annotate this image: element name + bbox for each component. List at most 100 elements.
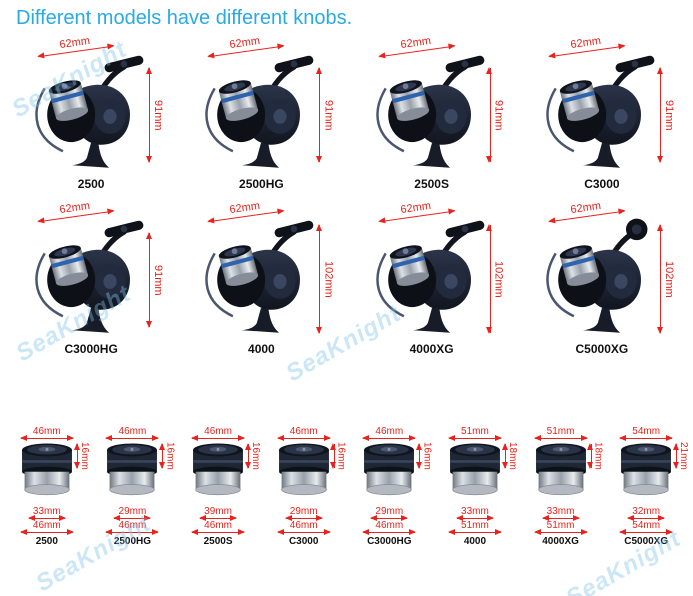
spool-photo [446, 441, 504, 505]
spool-photo-wrap: 16mm [275, 441, 347, 505]
reel-figure-c5000xg: 62mm 102mm C5000XG [517, 200, 687, 356]
spool-photo [275, 441, 333, 505]
dimension-arrow [672, 443, 679, 469]
spool-inner-dimension: 29mm [284, 507, 323, 521]
spool-figure-c5000xg: 54mm 21mm 32mm 54mm C5000XG [603, 427, 689, 547]
reel-photo-wrap: 91mm [33, 52, 164, 176]
reel-figure-4000: 62mm 102mm 4000 [176, 200, 346, 356]
height-dimension-label: 91mm [492, 99, 505, 131]
dimension-arrow [619, 434, 674, 441]
dimension-arrow [656, 224, 663, 334]
dimension-arrow [27, 514, 66, 521]
spool-side-dimension-label: 18mm [592, 442, 604, 470]
dimension-arrow [541, 514, 580, 521]
dimension-arrow [276, 528, 331, 535]
spool-photo [103, 441, 161, 505]
reel-photo-wrap: 91mm [544, 52, 675, 176]
spool-bottom-dimension: 46mm [19, 521, 74, 535]
spool-inner-dimension: 33mm [455, 507, 494, 521]
spool-figure-2500hg: 46mm 16mm 29mm 46mm 2500HG [90, 427, 176, 547]
dimension-arrow [587, 443, 594, 469]
spool-side-dimension: 21mm [672, 442, 689, 470]
spool-bottom-dimension-label: 46mm [204, 520, 232, 531]
spool-side-dimension-label: 18mm [506, 442, 518, 470]
spool-top-dimension-label: 51mm [546, 426, 575, 437]
spool-bottom-dimension-label: 51mm [546, 520, 575, 531]
spool-top-dimension: 54mm [619, 427, 674, 441]
reel-figure-c3000hg: 62mm 91mm C3000HG [6, 200, 176, 356]
spool-inner-dimension-label: 32mm [632, 506, 661, 517]
spool-inner-dimension-label: 39mm [204, 506, 232, 517]
spool-model-label: 4000XG [542, 536, 579, 547]
model-label: 4000XG [409, 342, 454, 356]
spool-side-dimension-label: 16mm [250, 442, 262, 470]
dimension-arrow [447, 434, 502, 441]
spool-top-dimension-label: 46mm [289, 426, 318, 437]
dimension-arrow [362, 528, 417, 535]
spool-model-label: C3000 [288, 536, 319, 547]
height-dimension-label: 102mm [492, 260, 505, 298]
spool-photo-wrap: 18mm [532, 441, 604, 505]
dimension-arrow [533, 528, 588, 535]
dimension-arrow [199, 514, 238, 521]
reel-photo-wrap: 91mm [33, 217, 164, 341]
dimension-arrow [501, 443, 508, 469]
spool-inner-dimension: 29mm [370, 506, 409, 521]
dimension-arrow [73, 443, 80, 469]
spool-model-label: 2500 [35, 536, 58, 547]
spool-side-dimension: 16mm [159, 442, 176, 470]
spool-bottom-dimension: 51mm [533, 520, 588, 535]
spool-bottom-dimension: 46mm [276, 521, 331, 535]
height-dimension: 102mm [486, 224, 505, 334]
spool-side-dimension: 16mm [330, 442, 347, 470]
spool-top-dimension-label: 46mm [32, 426, 61, 437]
spool-bottom-dimension: 51mm [447, 520, 502, 535]
dimension-arrow [19, 434, 74, 441]
spool-bottom-dimension: 46mm [105, 521, 160, 535]
spool-inner-dimension: 33mm [541, 507, 580, 521]
reel-photo-wrap: 91mm [203, 52, 334, 176]
reel-grid: 62mm 91mm 2500 62mm 91mm [6, 35, 687, 356]
spool-top-dimension: 46mm [191, 427, 246, 441]
spool-side-dimension-label: 16mm [421, 442, 433, 470]
dimension-arrow [455, 514, 494, 521]
spool-inner-dimension-label: 33mm [32, 506, 61, 517]
spool-figure-4000: 51mm 18mm 33mm 51mm 4000 [432, 427, 518, 547]
model-label: 2500 [77, 177, 105, 191]
spool-inner-dimension-label: 29mm [375, 506, 404, 517]
page-title: Different models have different knobs. [16, 7, 353, 29]
spinning-reel-photo [33, 217, 149, 341]
dimension-arrow [330, 443, 337, 469]
height-dimension-label: 91mm [662, 99, 675, 131]
spool-bottom-dimension-label: 51mm [461, 520, 489, 531]
model-label: C3000 [584, 177, 620, 191]
dimension-arrow [113, 514, 152, 521]
spool-top-dimension-label: 46mm [375, 426, 404, 437]
dimension-arrow [316, 67, 323, 163]
spool-side-dimension-label: 16mm [164, 442, 176, 470]
dimension-arrow [416, 443, 423, 469]
model-label: 2500S [414, 177, 449, 191]
reel-figure-c3000: 62mm 91mm C3000 [517, 35, 687, 191]
spool-side-dimension-label: 16mm [78, 442, 90, 470]
spool-photo [189, 441, 247, 505]
dimension-arrow [145, 67, 152, 163]
dimension-arrow [316, 224, 323, 334]
dimension-arrow [105, 528, 160, 535]
spool-side-dimension: 16mm [244, 442, 262, 470]
dimension-arrow [284, 514, 323, 521]
reel-figure-4000xg: 62mm 102mm 4000XG [347, 200, 517, 356]
spool-top-dimension: 51mm [533, 426, 588, 441]
spool-bottom-dimension: 46mm [362, 521, 417, 535]
spinning-reel-photo [203, 52, 319, 176]
dimension-arrow [656, 67, 663, 163]
spool-photo-wrap: 21mm [617, 441, 689, 505]
reel-figure-2500hg: 62mm 91mm 2500HG [176, 35, 346, 191]
spool-inner-dimension: 39mm [199, 506, 238, 521]
spool-photo-wrap: 18mm [446, 441, 518, 505]
dimension-arrow [533, 434, 588, 441]
dimension-arrow [486, 224, 493, 334]
spool-photo-wrap: 16mm [189, 441, 261, 505]
spool-bottom-dimension: 54mm [619, 521, 674, 535]
dimension-arrow [370, 514, 409, 521]
